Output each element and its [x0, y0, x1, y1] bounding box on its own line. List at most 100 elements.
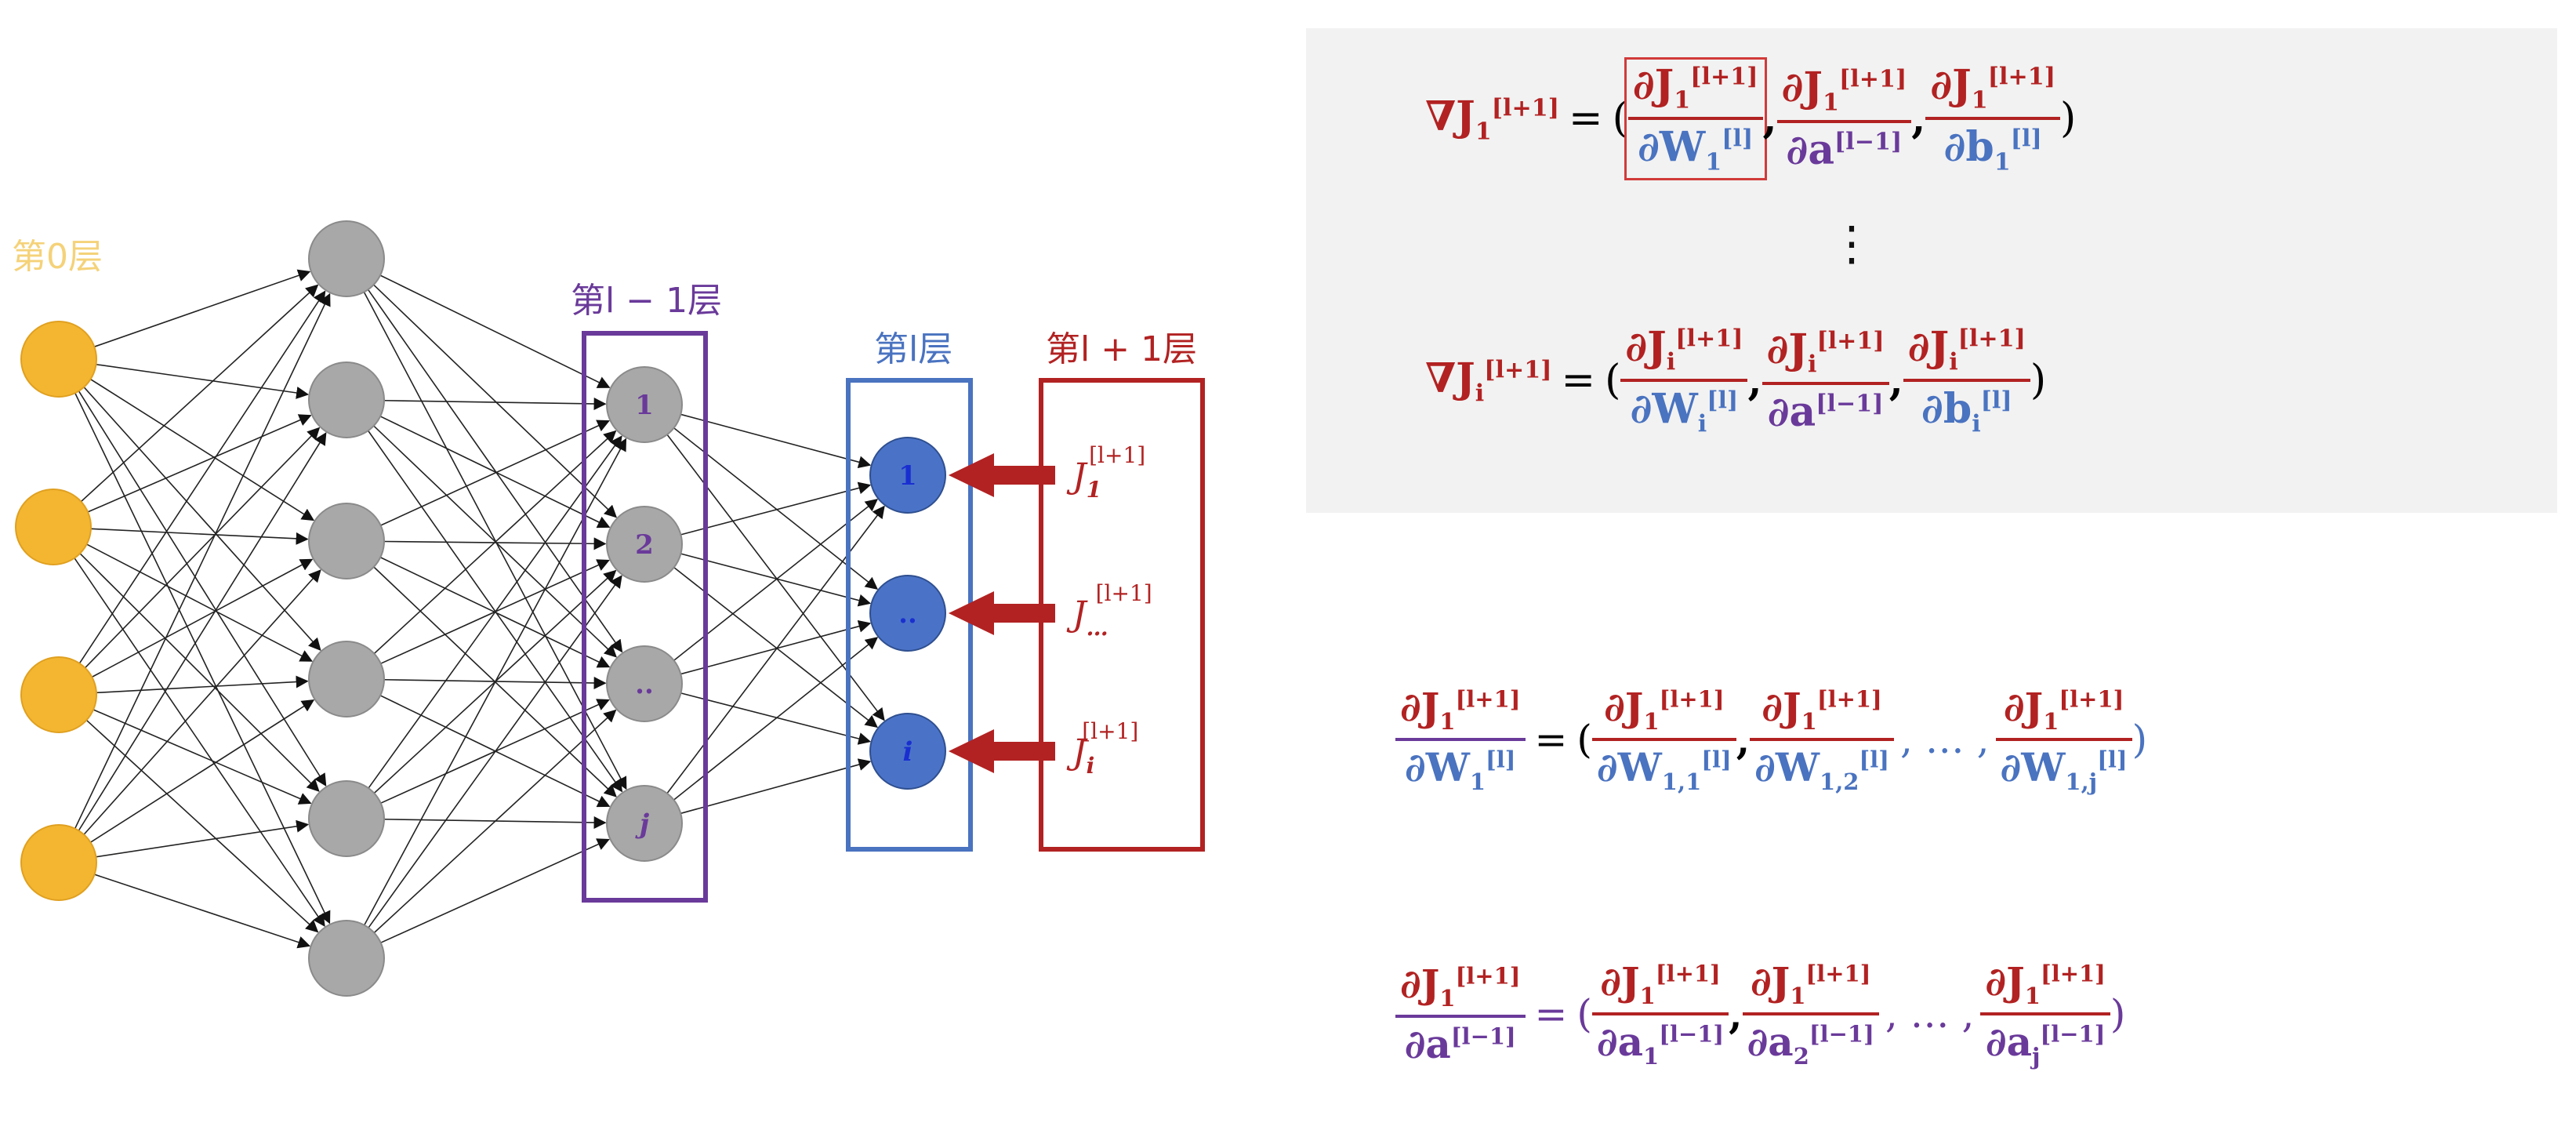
edge-0-1 [96, 363, 310, 399]
layer-0-label: 第0层 [12, 237, 103, 277]
lparen: ( [1605, 357, 1621, 405]
input-node-2 [15, 489, 92, 565]
edge-2-3 [666, 505, 885, 794]
edge-1-2 [383, 397, 607, 410]
rparen: ) [2030, 357, 2047, 405]
edge-1-2 [379, 416, 611, 529]
frac-a-term2: ∂J1[l+1] ∂a2[l−1] [1742, 958, 1879, 1070]
lhs-dJ1-da: ∂J1[l+1] ∂a[l−1] [1395, 961, 1526, 1067]
frac-a-term1: ∂J1[l+1] ∂a1[l−1] [1591, 958, 1729, 1070]
grad-J1-lhs: ∇J1[l+1] [1425, 92, 1559, 146]
equals-sign: = [1561, 357, 1596, 405]
frac-dJi-dbi: ∂Ji[l+1] ∂bi[l] [1903, 323, 2030, 438]
hidden-node-5 [308, 780, 385, 857]
layer-lm1-node-2-label: 2 [635, 529, 654, 561]
equals-sign: = [1534, 717, 1568, 762]
edge-0-1 [83, 569, 321, 835]
edge-0-1 [90, 699, 315, 843]
edge-1-2 [380, 420, 610, 526]
frac-dJ1-db1: ∂J1[l+1] ∂b1[l] [1925, 61, 2060, 176]
equation-grad-Ji: ∇Ji[l+1] = ( ∂Ji[l+1] ∂Wi[l] , ∂Ji[l+1] … [1425, 323, 2046, 438]
edge-1-2 [364, 438, 627, 926]
edge-0-1 [84, 427, 321, 669]
layer-lm1-node-3-label: .. [635, 669, 654, 700]
lhs-dJ1-dW1: ∂J1[l+1] ∂W1[l] [1395, 684, 1526, 795]
edge-0-1 [74, 392, 331, 925]
layer-l-node-3 [869, 713, 946, 790]
comma-ellipsis: , … , [1885, 991, 1975, 1037]
edge-2-3 [680, 413, 872, 469]
layer-l-node-1-label: 1 [898, 460, 917, 492]
edge-0-1 [90, 528, 309, 545]
input-node-4 [20, 824, 97, 901]
frac-W-termj: ∂J1[l+1] ∂W1,j[l] [1995, 684, 2132, 795]
edge-1-2 [373, 709, 617, 934]
edge-1-2 [368, 435, 622, 789]
comma: , [1747, 356, 1762, 405]
hidden-node-2 [308, 361, 385, 438]
hidden-node-3 [308, 503, 385, 579]
red-arrow-head-2 [949, 591, 994, 635]
layer-l-label: 第l层 [874, 329, 952, 369]
edge-0-1 [79, 553, 320, 792]
edge-0-1 [83, 387, 321, 652]
edge-0-1 [91, 558, 314, 678]
layer-lp1-label: 第l + 1层 [1046, 329, 1197, 369]
edge-2-3 [680, 481, 872, 536]
comma-ellipsis: , … , [1899, 717, 1990, 762]
J-label-1: J1[l+1] [1066, 442, 1145, 503]
equals-sign: = [1569, 95, 1603, 143]
edge-0-1 [94, 269, 311, 347]
edge-0-1 [96, 675, 309, 694]
comma: , [1911, 94, 1926, 143]
edge-0-1 [80, 284, 319, 503]
layer-l-node-2 [869, 575, 946, 652]
J-label-3: Ji[l+1] [1066, 718, 1138, 779]
comma: , [1736, 716, 1751, 763]
edge-2-3 [680, 758, 872, 815]
rparen: ) [2132, 717, 2148, 762]
red-arrow-shaft-3 [989, 742, 1055, 761]
edge-1-2 [373, 430, 617, 655]
edge-1-2 [367, 289, 623, 653]
layer-lm1-node-1-label: 1 [635, 390, 654, 421]
connection-lines [74, 269, 885, 949]
edge-0-1 [90, 378, 315, 521]
edge-1-2 [373, 425, 617, 658]
frac-W-term1: ∂J1[l+1] ∂W1,1[l] [1591, 684, 1736, 795]
layer-l-node-2-label: .. [898, 598, 917, 630]
red-arrow-head-1 [949, 453, 994, 497]
red-arrow-shaft-1 [989, 466, 1055, 485]
edge-1-2 [373, 284, 618, 518]
edge-0-1 [93, 709, 312, 805]
edge-0-1 [74, 558, 325, 927]
comma: , [1888, 356, 1903, 405]
red-arrow-head-3 [949, 729, 994, 773]
edge-1-2 [367, 430, 623, 793]
equals-sign: = [1534, 991, 1568, 1037]
network-diagram: 12..j1..i 第0层 第l − 1层 第l层 第l + 1层 J1[l+1… [12, 220, 1205, 997]
gradient-arrows [949, 453, 1055, 773]
lparen: ( [1576, 717, 1592, 762]
edge-0-1 [78, 290, 326, 664]
edge-2-3 [680, 619, 872, 675]
edge-0-1 [96, 819, 310, 858]
frac-dJi-dWi: ∂Ji[l+1] ∂Wi[l] [1620, 323, 1748, 438]
layer-l-node-3-label: i [903, 736, 913, 768]
J-label-2: J…[l+1] [1066, 580, 1152, 641]
layer-l-node-1 [869, 437, 946, 514]
edge-1-2 [368, 575, 622, 928]
J-labels: J1[l+1] J…[l+1] Ji[l+1] [1066, 442, 1152, 779]
vertical-dots: ⋮ [1828, 216, 1875, 271]
nodes: 12..j1..i [15, 220, 946, 997]
edge-1-2 [380, 838, 610, 943]
rparen: ) [2059, 95, 2077, 143]
equation-dJ1-dW1: ∂J1[l+1] ∂W1[l] = ( ∂J1[l+1] ∂W1,1[l] , … [1395, 684, 2147, 795]
edge-0-1 [74, 292, 331, 830]
edge-2-3 [680, 692, 872, 745]
edge-1-2 [379, 274, 611, 388]
frac-dJ1-da: ∂J1[l+1] ∂a[l−1] [1776, 64, 1912, 174]
layer-lm1-node-2 [606, 506, 683, 583]
equation-grad-J1: ∇J1[l+1] = ( ∂J1[l+1] ∂W1[l] , ∂J1[l+1] … [1425, 57, 2077, 180]
edge-1-2 [363, 292, 627, 790]
